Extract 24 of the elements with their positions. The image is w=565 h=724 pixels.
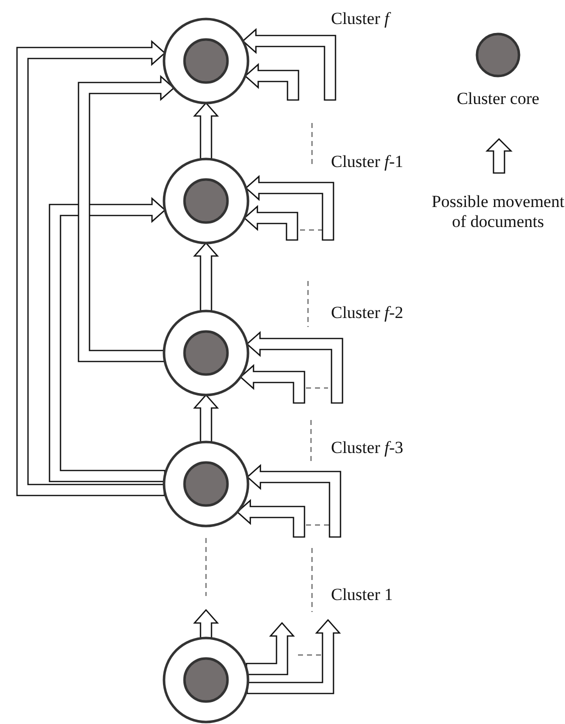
hollow-arrow bbox=[236, 499, 306, 538]
cluster-label: Cluster f-2 bbox=[331, 304, 404, 323]
hollow-arrow bbox=[244, 175, 334, 241]
hollow-arrow bbox=[246, 331, 344, 404]
cluster-label: Cluster f-3 bbox=[331, 439, 404, 458]
hollow-arrow bbox=[193, 609, 219, 639]
hollow-arrow bbox=[78, 75, 175, 362]
legend-text: Possible movement of documents bbox=[430, 192, 565, 232]
cluster-label: Cluster 1 bbox=[331, 586, 393, 605]
hollow-arrow bbox=[246, 622, 295, 676]
hollow-arrow bbox=[193, 102, 219, 160]
hollow-arrow bbox=[16, 40, 166, 496]
hollow-arrow bbox=[243, 205, 298, 241]
hollow-arrow bbox=[246, 464, 342, 538]
hollow-arrow bbox=[240, 364, 306, 404]
hollow-arrow bbox=[48, 197, 166, 482]
hollow-arrow bbox=[246, 619, 341, 694]
hollow-arrow bbox=[193, 242, 219, 312]
hollow-arrow bbox=[244, 63, 300, 101]
hollow-arrow bbox=[242, 28, 336, 101]
cluster-label: Cluster f-1 bbox=[331, 153, 404, 172]
legend-text: Cluster core bbox=[456, 89, 540, 109]
cluster-label: Cluster f bbox=[331, 10, 390, 29]
hollow-arrow bbox=[193, 394, 219, 443]
